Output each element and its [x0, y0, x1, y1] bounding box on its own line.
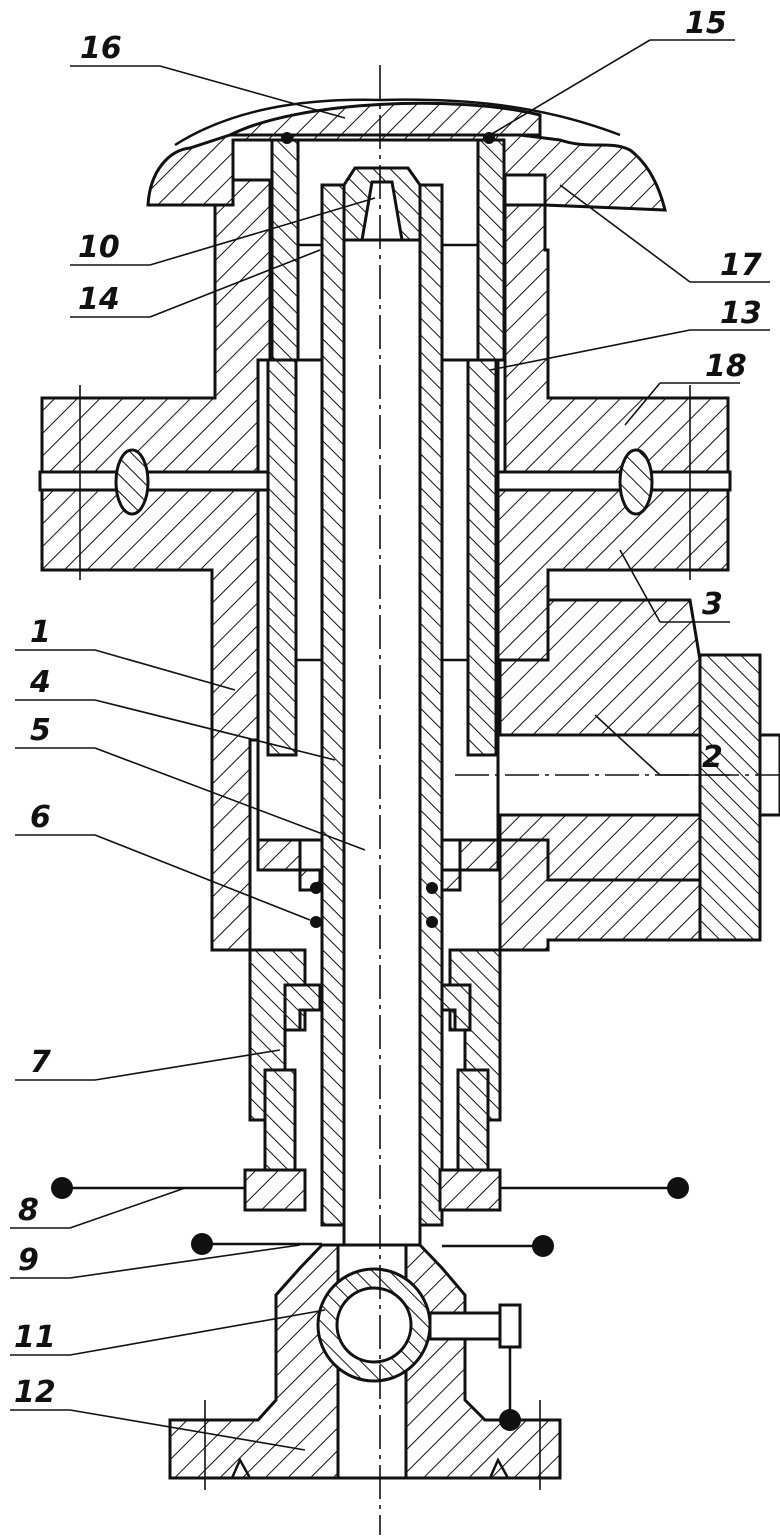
sleeve-right-part-13	[476, 138, 506, 362]
pipe-left-wall-part-4	[320, 183, 346, 1227]
outlet-flange-face	[698, 653, 762, 942]
label-1: 1	[30, 615, 51, 650]
label-13: 13	[720, 296, 762, 331]
label-17: 17	[720, 248, 762, 283]
label-5: 5	[30, 713, 51, 748]
label-10: 10	[78, 230, 120, 265]
valve-stem-head	[498, 1303, 522, 1349]
label-7: 7	[30, 1045, 51, 1080]
pipe-bore-part-5	[342, 238, 422, 1252]
label-12: 12	[14, 1375, 56, 1410]
valve-lever-ball	[499, 1409, 521, 1431]
nut-right	[438, 1168, 502, 1212]
part-labels: 16 15 10 14 17 13 18 3 1 4 5 2 6 7 8 9 1…	[14, 6, 762, 1410]
handle-ball-left-lower	[191, 1233, 213, 1255]
ball-valve-bore	[335, 1286, 413, 1364]
seal-right-1	[426, 882, 438, 894]
seal-left-1	[310, 882, 322, 894]
weld-left	[281, 132, 293, 144]
gland-sleeve-left	[263, 1068, 297, 1172]
seal-left-2	[310, 916, 322, 928]
label-8: 8	[18, 1193, 39, 1228]
sleeve-left-lower	[266, 358, 298, 757]
weld-right	[483, 132, 495, 144]
label-3: 3	[702, 587, 723, 622]
label-2: 2	[702, 740, 723, 775]
upper-housing-right	[503, 203, 730, 474]
nozzle-orifice	[360, 180, 404, 242]
flange-seal-ring-right	[618, 448, 654, 516]
leader-lines	[10, 39, 770, 1451]
label-9: 9	[18, 1243, 39, 1278]
sleeve-left-part-13	[270, 138, 300, 362]
flange-seal-ring-left	[114, 448, 150, 516]
seal-right-2	[426, 916, 438, 928]
label-14: 14	[78, 282, 120, 317]
label-6: 6	[30, 800, 51, 835]
label-15: 15	[685, 6, 727, 41]
top-body-cap	[229, 101, 542, 137]
label-4: 4	[29, 665, 51, 700]
gland-sleeve-right	[456, 1068, 490, 1172]
upper-housing-left	[40, 178, 272, 474]
valve-stem	[428, 1311, 502, 1341]
handle-ball-right-lower	[532, 1235, 554, 1257]
label-11: 11	[14, 1320, 56, 1355]
handle-ball-right-upper	[667, 1177, 689, 1199]
label-16: 16	[80, 31, 122, 66]
lower-weld-right	[488, 1457, 510, 1479]
gland-hook-right	[440, 983, 472, 1032]
label-18: 18	[705, 349, 747, 384]
flange-gap-right	[496, 470, 732, 492]
top-wavy-edge	[174, 98, 621, 147]
lower-weld-left	[230, 1457, 252, 1479]
gland-hook-left	[283, 983, 322, 1032]
handle-ball-left-upper	[51, 1177, 73, 1199]
flange-gap-left	[38, 470, 274, 492]
nut-left-part-8	[243, 1168, 307, 1212]
pipe-right-wall	[418, 183, 444, 1227]
sleeve-right-lower	[466, 358, 498, 757]
